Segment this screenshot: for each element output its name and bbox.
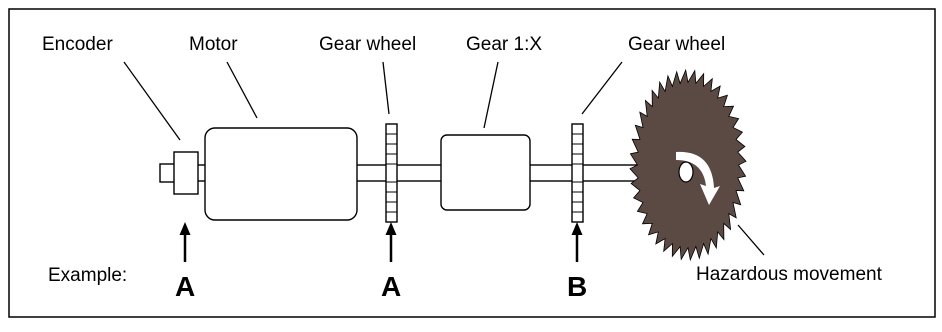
saw-blade-hub <box>678 161 694 183</box>
label-gear-ratio: Gear 1:X <box>466 34 542 55</box>
rotation-arrow-icon <box>676 151 720 205</box>
gear-wheel-1-teeth <box>386 133 397 213</box>
arrow-encoder-position <box>179 222 191 262</box>
gearbox-leader <box>483 61 499 129</box>
saw-blade <box>629 68 747 262</box>
label-gear-wheel-1: Gear wheel <box>319 34 416 55</box>
label-gear-wheel-2: Gear wheel <box>628 34 725 55</box>
motor-body <box>204 127 358 221</box>
arrow-gear-wheel-1-position <box>385 222 397 262</box>
position-label-gear-wheel-1: A <box>381 271 401 302</box>
label-example: Example: <box>48 265 127 286</box>
arrow-gear-wheel-2-position <box>571 222 583 262</box>
label-encoder: Encoder <box>42 34 113 55</box>
position-label-gear-wheel-2: B <box>567 271 587 302</box>
motor-leader <box>226 61 258 119</box>
hazard-leader <box>737 224 765 256</box>
gear-wheel-1 <box>385 123 398 223</box>
gear-wheel-2-leader <box>581 61 623 115</box>
gear-wheel-2 <box>571 123 584 223</box>
encoder-body <box>173 151 199 195</box>
label-motor: Motor <box>189 34 238 55</box>
encoder-leader <box>123 61 181 141</box>
label-hazardous-movement: Hazardous movement <box>696 264 883 285</box>
gear-wheel-1-leader <box>382 61 390 115</box>
gearbox-body <box>440 134 531 211</box>
diagram-frame <box>8 8 936 318</box>
position-label-encoder: A <box>175 271 195 302</box>
gear-wheel-2-teeth <box>572 133 583 213</box>
